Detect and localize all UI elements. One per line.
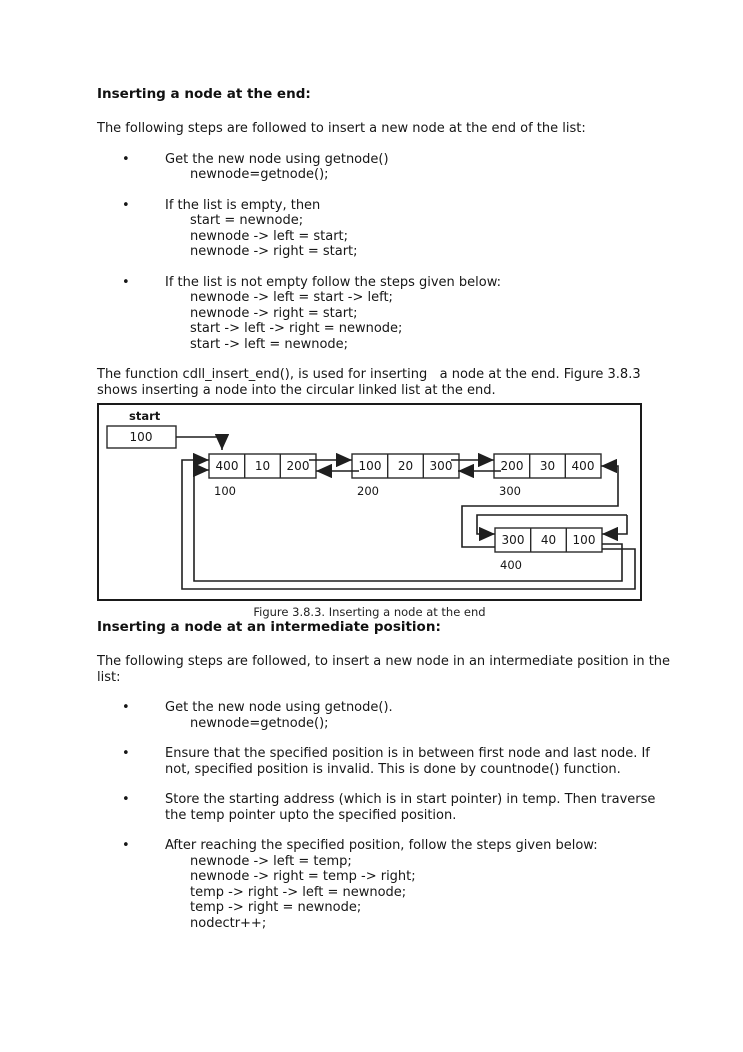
bullet-item: • Get the new node using getnode() newno… (97, 152, 655, 183)
bullet-text: Ensure that the specified position is in… (165, 746, 650, 761)
bullet-item: • Get the new node using getnode(). newn… (97, 700, 655, 731)
bullet-text: not, specified position is invalid. This… (165, 761, 621, 777)
paragraph-line: The following steps are followed, to ins… (97, 654, 671, 669)
node1-left-field: 400 (216, 459, 239, 473)
bullet-text: If the list is empty, then (165, 197, 321, 213)
arrow-node3-right-to-node4 (476, 514, 627, 542)
figure-border: start 100 400 10 200 100 100 (97, 403, 642, 601)
node3-right-field: 400 (572, 459, 595, 473)
code-line: newnode -> left = temp; (190, 853, 352, 869)
bullet-text: Store the starting address (which is in … (165, 792, 656, 807)
page-content: Inserting a node at the end: The followi… (97, 86, 670, 931)
start-arrow (176, 434, 230, 450)
bullet-dot: • (122, 792, 130, 807)
node3-left-field: 200 (501, 459, 524, 473)
code-line: newnode -> left = start; (190, 228, 349, 244)
bullet-body: Get the new node using getnode() newnode… (165, 152, 655, 183)
code-line: newnode=getnode(); (190, 715, 329, 731)
bullet-text: Get the new node using getnode() (165, 151, 389, 167)
code-line: start -> left -> right = newnode; (190, 321, 403, 336)
bullet-item: • If the list is empty, then start = new… (97, 198, 655, 260)
bullet-body: Get the new node using getnode(). newnod… (165, 700, 655, 731)
node3-address-label: 300 (499, 484, 521, 498)
node4-data-field: 40 (541, 533, 556, 547)
bullet-item: • Ensure that the specified position is … (97, 746, 655, 777)
arrow-loop-to-node1-inner (193, 462, 623, 582)
bullet-text: Get the new node using getnode(). (165, 700, 393, 715)
bullet-dot: • (122, 274, 130, 290)
bullet-dot: • (122, 838, 130, 853)
section2-heading: Inserting a node at an intermediate posi… (97, 619, 441, 635)
section1-closing-paragraph: The function cdll_insert_end(), is used … (97, 367, 655, 398)
bullet-dot: • (122, 197, 130, 213)
node4-address-label: 400 (500, 558, 522, 572)
node1-address-label: 100 (214, 484, 236, 498)
code-line: newnode -> left = start -> left; (190, 290, 393, 305)
bullet-text: the temp pointer upto the specified posi… (165, 807, 457, 823)
paragraph-line: shows inserting a node into the circular… (97, 382, 496, 398)
arrow-node4-left-to-node3 (461, 458, 619, 548)
bullet-body: After reaching the specified position, f… (165, 838, 655, 931)
bullet-body: If the list is not empty follow the step… (165, 275, 655, 353)
arrow-node4-right-to-node1-outer (181, 452, 636, 590)
paragraph-line: The function cdll_insert_end(), is used … (97, 367, 641, 382)
node3-data-field: 30 (540, 459, 555, 473)
start-pointer-value: 100 (130, 430, 153, 444)
figure-caption: Figure 3.8.3. Inserting a node at the en… (253, 605, 486, 619)
node4-right-field: 100 (573, 533, 596, 547)
section1-heading: Inserting a node at the end: (97, 86, 311, 102)
code-line: newnode -> right = start; (190, 305, 358, 321)
code-line: temp -> right = newnode; (190, 900, 362, 915)
code-line: temp -> right -> left = newnode; (190, 884, 407, 900)
code-line: start -> left = newnode; (190, 336, 349, 352)
bullet-body: If the list is empty, then start = newno… (165, 198, 655, 260)
bullet-body: Store the starting address (which is in … (165, 792, 655, 823)
linked-list-diagram: start 100 400 10 200 100 100 (106, 409, 636, 590)
code-line: nodectr++; (190, 915, 267, 931)
node2-address-label: 200 (357, 484, 379, 498)
bullet-dot: • (122, 700, 130, 715)
bullet-item: • After reaching the specified position,… (97, 838, 655, 931)
section2-intro: The following steps are followed, to ins… (97, 654, 670, 685)
code-line: newnode=getnode(); (190, 167, 329, 182)
arrow-into-node4-right (602, 515, 628, 542)
code-line: newnode -> right = start; (190, 244, 358, 259)
start-pointer-label: start (129, 409, 161, 423)
paragraph-line: list: (97, 669, 121, 685)
bullet-item: • Store the starting address (which is i… (97, 792, 655, 823)
node1-data-field: 10 (255, 459, 270, 473)
node1-right-field: 200 (287, 459, 310, 473)
bullet-text: If the list is not empty follow the step… (165, 274, 502, 290)
section1-intro: The following steps are followed to inse… (97, 121, 586, 136)
node4-left-field: 300 (502, 533, 525, 547)
node2-right-field: 300 (430, 459, 453, 473)
bullet-item: • If the list is not empty follow the st… (97, 275, 655, 353)
node2-left-field: 100 (359, 459, 382, 473)
bullet-dot: • (122, 151, 130, 167)
code-line: newnode -> right = temp -> right; (190, 869, 416, 884)
bullet-body: Ensure that the specified position is in… (165, 746, 655, 777)
node2-data-field: 20 (398, 459, 413, 473)
figure-3-8-3: start 100 400 10 200 100 100 (97, 403, 655, 619)
bullet-text: After reaching the specified position, f… (165, 838, 598, 853)
bullet-dot: • (122, 746, 130, 761)
code-line: start = newnode; (190, 213, 304, 228)
